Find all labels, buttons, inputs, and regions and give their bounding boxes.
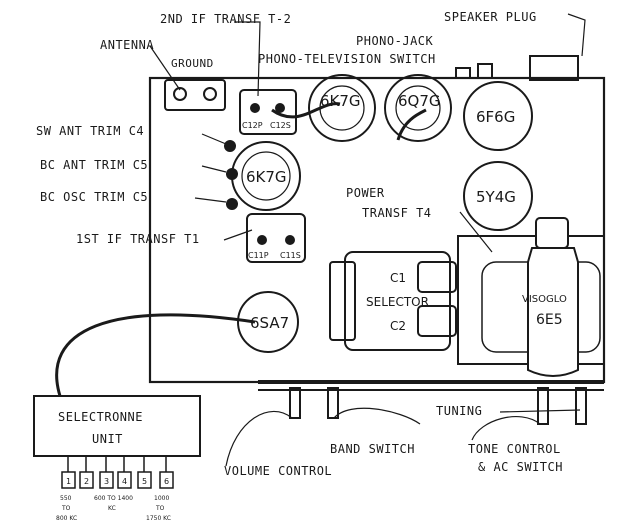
- range-1-a: 550: [60, 495, 72, 502]
- tube-6sa7-label: 6SA7: [250, 314, 289, 332]
- selectronne-label: SELECTRONNE: [58, 410, 143, 424]
- bc-ant-trim-c5-dot: [226, 168, 238, 180]
- tube-6k7g-top-label: 6K7G: [320, 92, 361, 110]
- speaker-plug: [529, 55, 579, 81]
- band-shaft: [327, 387, 339, 419]
- button-2-label: 2: [84, 477, 89, 486]
- first-if-label: 1ST IF TRANSF T1: [76, 232, 200, 246]
- selectronne-cable: [55, 313, 256, 397]
- bc-osc-trim-label: BC OSC TRIM C5: [40, 190, 149, 204]
- terminal-c12s: C12S: [270, 121, 291, 130]
- range-1-b: TO: [61, 505, 71, 512]
- antenna-label: ANTENNA: [100, 38, 155, 52]
- power-transf-label: TRANSF T4: [362, 206, 432, 220]
- visoglo-tube: [527, 247, 579, 377]
- tube-6k7g-top: [308, 74, 376, 142]
- ground-terminal: [203, 87, 217, 101]
- antenna-terminal: [173, 87, 187, 101]
- selector-label: SELECTOR: [366, 295, 429, 309]
- tone-shaft: [537, 387, 549, 425]
- terminal-c12p: C12P: [242, 121, 263, 130]
- phono-television-switch: [455, 67, 471, 79]
- tuning-label: TUNING: [436, 404, 483, 418]
- c1-label: C1: [390, 271, 406, 285]
- button-1-label: 1: [66, 477, 71, 486]
- unit-label: UNIT: [92, 432, 123, 446]
- tube-6f6g: [463, 81, 533, 151]
- tuning-shaft: [575, 387, 587, 425]
- speaker-plug-label: SPEAKER PLUG: [444, 10, 537, 24]
- tube-6e5-label: 6E5: [536, 312, 563, 328]
- second-if-transformer: [239, 89, 297, 135]
- visoglo-label: VISOGLO: [522, 294, 567, 305]
- ac-switch-label: & AC SWITCH: [478, 460, 563, 474]
- volume-control-label: VOLUME CONTROL: [224, 464, 333, 478]
- range-2-a: 600 TO 1400: [94, 495, 133, 502]
- ground-terminal-board: [164, 79, 226, 111]
- first-if-transformer: [246, 213, 306, 263]
- selector-capacitor: [344, 251, 451, 351]
- tone-control-label: TONE CONTROL: [468, 442, 561, 456]
- range-3-a: 1000: [154, 495, 169, 502]
- button-6-label: 6: [164, 477, 169, 486]
- c2-label: C2: [390, 319, 406, 333]
- phono-jack-label: PHONO-JACK: [356, 34, 434, 48]
- second-if-label: 2ND IF TRANSF T-2: [160, 12, 292, 26]
- range-1-c: 800 KC: [56, 515, 77, 522]
- selectronne-unit-box: [33, 395, 201, 457]
- phono-jack: [477, 63, 493, 79]
- tube-6f6g-label: 6F6G: [476, 108, 515, 126]
- tube-6sa7: [237, 291, 299, 353]
- terminal-c11p: C11P: [248, 251, 269, 260]
- bc-ant-trim-label: BC ANT TRIM C5: [40, 158, 149, 172]
- sw-ant-trim-label: SW ANT TRIM C4: [36, 124, 145, 138]
- button-3-label: 3: [104, 477, 109, 486]
- range-2-b: KC: [108, 505, 116, 512]
- range-3-b: TO: [155, 505, 165, 512]
- tube-6q7g-label: 6Q7G: [398, 92, 441, 110]
- terminal-c11s: C11S: [280, 251, 301, 260]
- phono-tv-switch-label: PHONO-TELEVISION SWITCH: [258, 52, 436, 66]
- tube-5y4g-label: 5Y4G: [476, 188, 516, 206]
- tube-6k7g-mid-label: 6K7G: [246, 168, 287, 186]
- button-5-label: 5: [142, 477, 147, 486]
- band-switch-label: BAND SWITCH: [330, 442, 415, 456]
- volume-shaft: [289, 387, 301, 419]
- sw-ant-trim-c4-dot: [224, 140, 236, 152]
- bc-osc-trim-c5-dot: [226, 198, 238, 210]
- tube-5y4g: [463, 161, 533, 231]
- power-label: POWER: [346, 186, 385, 200]
- tube-6q7g: [384, 74, 452, 142]
- range-3-c: 1750 KC: [146, 515, 171, 522]
- button-4-label: 4: [122, 477, 127, 486]
- ground-label: GROUND: [171, 57, 214, 70]
